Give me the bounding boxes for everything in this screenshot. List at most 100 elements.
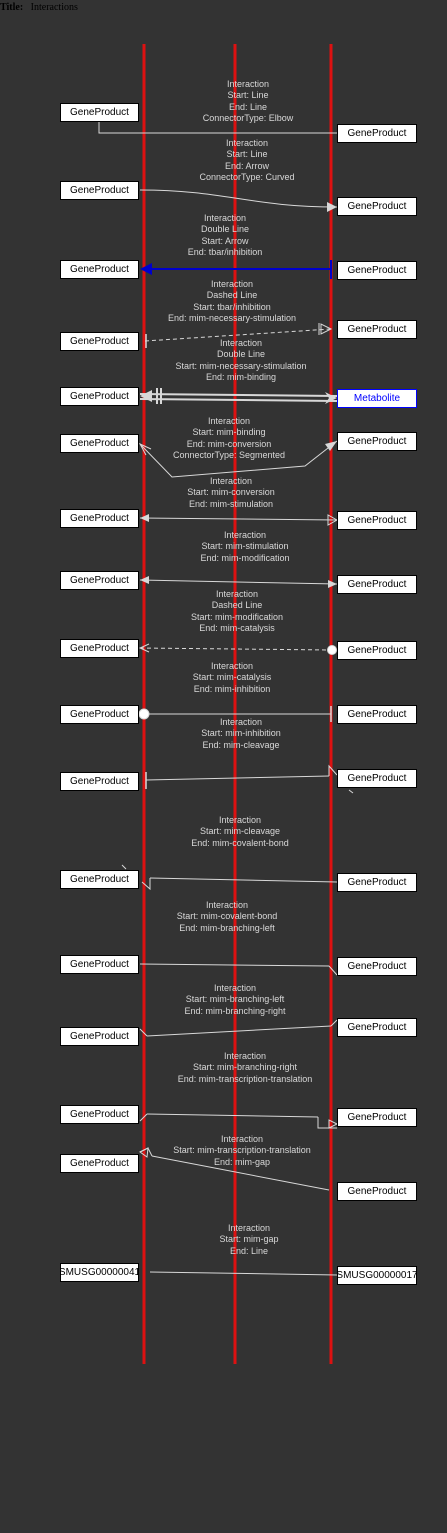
gene-product-node[interactable]: GeneProduct [60, 260, 139, 279]
gene-product-node[interactable]: GeneProduct [60, 571, 139, 590]
interaction-label-line: End: mim-stimulation [188, 498, 274, 509]
gene-product-node[interactable]: GeneProduct [337, 575, 417, 594]
interaction-label-line: Start: mim-inhibition [201, 728, 281, 739]
cleavage-head [328, 764, 338, 776]
gene-product-node[interactable]: GeneProduct [60, 639, 139, 658]
gene-product-node[interactable]: GeneProduct [60, 772, 139, 791]
interaction-label-line: End: Line [229, 1245, 269, 1256]
gene-product-node[interactable]: GeneProduct [60, 103, 139, 122]
interaction-label-line: End: mim-covalent-bond [191, 837, 289, 848]
necessary-stimulation-head [140, 390, 152, 402]
gene-product-node[interactable]: GeneProduct [337, 873, 417, 892]
gene-product-node[interactable]: GeneProduct [60, 332, 139, 351]
edge-inhibition-cleavage[interactable] [145, 775, 330, 781]
gene-product-node[interactable]: GeneProduct [337, 1108, 417, 1127]
gene-product-node[interactable]: GeneProduct [337, 705, 417, 724]
interaction-label-line: End: mim-inhibition [193, 683, 271, 694]
interaction-label-line: End: mim-transcription-translation [177, 1073, 313, 1084]
gene-product-node[interactable]: GeneProduct [60, 387, 139, 406]
interaction-label-line: End: mim-gap [213, 1156, 271, 1167]
edge-transcription-gap[interactable] [151, 1155, 330, 1191]
edge-curved-arrow[interactable] [139, 189, 338, 208]
interaction-label-line: Dashed Line [206, 290, 258, 301]
edge-double-line-upper[interactable] [139, 393, 338, 397]
gene-product-node[interactable]: GeneProduct [60, 434, 139, 453]
interaction-label-line: Interaction [227, 1223, 271, 1233]
gene-product-node[interactable]: GeneProduct [337, 641, 417, 660]
interaction-label-line: Interaction [219, 717, 263, 727]
gene-product-node[interactable]: GeneProduct [60, 955, 139, 974]
interaction-label-line: Double Line [216, 349, 266, 360]
interaction-label-line: End: mim-conversion [186, 438, 272, 449]
edge-gap-line[interactable] [149, 1271, 338, 1276]
catalysis-head [138, 708, 150, 720]
gene-node-smusg-41[interactable]: SMUSG00000041 [60, 1263, 139, 1282]
gene-product-node[interactable]: GeneProduct [337, 197, 417, 216]
title-key: Title: [0, 2, 24, 13]
edge-covalent-branching-left[interactable] [139, 963, 330, 967]
gene-product-node[interactable]: GeneProduct [60, 181, 139, 200]
edge-double-line-lower[interactable] [139, 398, 338, 402]
interaction-label-line: Interaction [215, 589, 259, 599]
metabolite-node[interactable]: Metabolite [337, 389, 417, 408]
branching-right-head [330, 1019, 338, 1027]
edge-elbow[interactable] [98, 122, 337, 134]
interaction-label-line: End: mim-necessary-stimulation [167, 312, 297, 323]
interaction-label-line: Double Line [200, 224, 250, 235]
gene-product-node[interactable]: GeneProduct [337, 124, 417, 143]
interaction-label-line: Start: mim-branching-right [192, 1062, 298, 1073]
edge-cleavage-covalent[interactable] [149, 877, 338, 883]
edge-stimulation-modification[interactable] [139, 579, 338, 585]
edge-segmented[interactable] [139, 440, 338, 478]
modification-head [328, 580, 337, 588]
gene-product-node[interactable]: GeneProduct [337, 957, 417, 976]
interaction-label-line: Start: mim-necessary-stimulation [175, 360, 307, 371]
gene-product-node[interactable]: GeneProduct [337, 432, 417, 451]
gene-product-node[interactable]: GeneProduct [60, 705, 139, 724]
branching-left-head [139, 1028, 148, 1037]
gene-product-node[interactable]: GeneProduct [60, 1154, 139, 1173]
interaction-label-line: Start: mim-stimulation [201, 541, 289, 552]
interaction-label-line: Start: Line [227, 90, 269, 101]
edge-dashed-modification-catalysis[interactable] [139, 647, 332, 651]
gene-product-node[interactable]: GeneProduct [60, 509, 139, 528]
conversion-head [325, 441, 337, 451]
interaction-label-line: Start: mim-gap [219, 1234, 279, 1245]
cleavage-head [141, 878, 151, 891]
interaction-label-line: Interaction [223, 1051, 267, 1061]
edge-conversion-stimulation[interactable] [139, 517, 338, 521]
gene-node-smusg-17[interactable]: SMUSG00000017 [337, 1266, 417, 1285]
gene-product-node[interactable]: GeneProduct [60, 870, 139, 889]
conversion-head [140, 514, 149, 522]
gene-product-node[interactable]: GeneProduct [337, 261, 417, 280]
title-value: Interactions [30, 2, 78, 13]
cleavage-mark [348, 789, 354, 794]
gene-product-node[interactable]: GeneProduct [337, 1182, 417, 1201]
gene-product-node[interactable]: GeneProduct [337, 320, 417, 339]
interaction-label-line: Interaction [210, 661, 254, 671]
branching-left-head [328, 965, 338, 976]
edge-branching-right-transcription[interactable] [146, 1113, 319, 1118]
interaction-label-line: Start: mim-catalysis [192, 672, 272, 683]
gene-product-node[interactable]: GeneProduct [337, 511, 417, 530]
gene-product-node[interactable]: GeneProduct [60, 1027, 139, 1046]
edge-dashed-tbar[interactable] [144, 328, 332, 342]
gene-product-node[interactable]: GeneProduct [337, 769, 417, 788]
interaction-label-line: Start: mim-binding [192, 427, 266, 438]
gene-product-node[interactable]: GeneProduct [337, 1018, 417, 1037]
stimulation-head [327, 514, 339, 526]
interaction-label-line: End: mim-branching-left [179, 922, 275, 933]
edge-branching-left-right[interactable] [146, 1025, 332, 1037]
binding-head [325, 392, 337, 404]
arrow-head [327, 202, 337, 212]
gene-product-node[interactable]: GeneProduct [60, 1105, 139, 1124]
